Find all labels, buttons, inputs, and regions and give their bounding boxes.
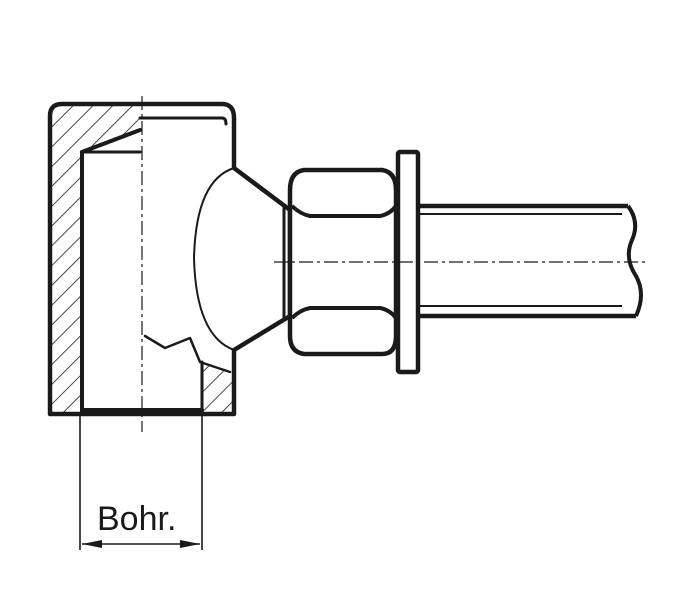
- pipe: [418, 203, 643, 319]
- housing-section-hatch: [50, 104, 140, 414]
- hex-nut-lower-face: [290, 306, 398, 320]
- center-lines: [141, 96, 648, 432]
- section-break-line: [143, 334, 232, 374]
- housing-inner-step: [138, 116, 228, 126]
- bore-top-chamfer: [80, 128, 142, 154]
- bore-dimension: [79, 416, 203, 550]
- pipe-break-symbol: [626, 204, 643, 317]
- housing-lower-hatch: [202, 364, 232, 414]
- spherical-seat-curve: [193, 167, 235, 351]
- housing-body: [47, 101, 293, 417]
- hex-nut-upper-face: [290, 204, 398, 218]
- bore-dimension-label: Bohr.: [97, 500, 176, 538]
